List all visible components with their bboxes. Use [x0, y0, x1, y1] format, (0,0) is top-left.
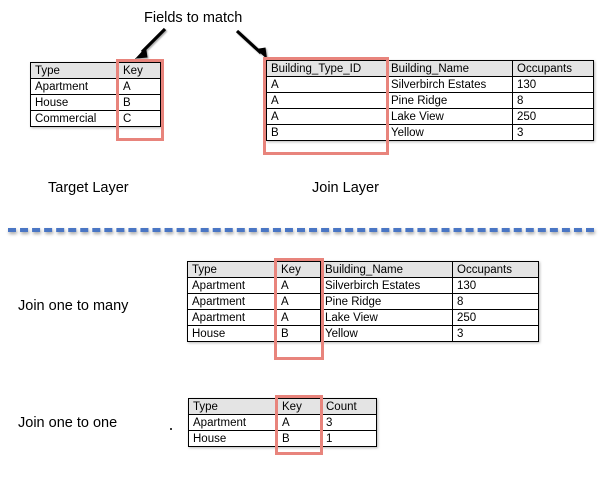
join-layer-table-wrap: Building_Type_ID Building_Name Occupants… — [266, 60, 594, 141]
cell: C — [118, 110, 161, 127]
cell: 130 — [452, 277, 539, 294]
stray-dot — [170, 428, 172, 430]
table-row: Apartment A — [30, 78, 161, 95]
join-layer-caption: Join Layer — [312, 180, 379, 196]
table-header-row: Building_Type_ID Building_Name Occupants — [266, 60, 594, 77]
one-to-one-table-wrap: Type Key Count Apartment A 3 House B 1 — [188, 398, 377, 447]
cell: A — [266, 92, 387, 109]
cell: A — [277, 414, 322, 431]
cell: A — [266, 76, 387, 93]
column-header: Count — [321, 398, 377, 415]
one-to-many-table: Type Key Building_Name Occupants Apartme… — [187, 261, 539, 342]
target-layer-caption: Target Layer — [48, 180, 129, 196]
column-header: Building_Name — [386, 60, 513, 77]
column-header: Type — [187, 261, 277, 278]
table-header-row: Type Key Count — [188, 398, 377, 415]
cell: B — [118, 94, 161, 111]
join-layer-table: Building_Type_ID Building_Name Occupants… — [266, 60, 594, 141]
join-one-to-one-label: Join one to one — [18, 415, 118, 431]
column-header: Building_Name — [320, 261, 453, 278]
cell: Apartment — [187, 293, 277, 310]
section-divider — [8, 228, 594, 232]
cell: 130 — [512, 76, 594, 93]
arrow-down-left-icon — [134, 27, 167, 60]
table-row: A Silverbirch Estates 130 — [266, 76, 594, 93]
column-header: Type — [30, 62, 119, 79]
cell: B — [277, 430, 322, 447]
column-header: Key — [118, 62, 161, 79]
cell: 3 — [452, 325, 539, 342]
cell: A — [118, 78, 161, 95]
cell: A — [276, 309, 321, 326]
cell: Lake View — [320, 309, 453, 326]
cell: Apartment — [187, 309, 277, 326]
cell: 3 — [321, 414, 377, 431]
cell: Silverbirch Estates — [386, 76, 513, 93]
table-row: A Lake View 250 — [266, 108, 594, 125]
cell: Commercial — [30, 110, 119, 127]
cell: Pine Ridge — [320, 293, 453, 310]
cell: Yellow — [386, 124, 513, 141]
cell: Pine Ridge — [386, 92, 513, 109]
target-layer-table: Type Key Apartment A House B Commercial … — [30, 62, 161, 127]
cell: House — [188, 430, 278, 447]
cell: 3 — [512, 124, 594, 141]
column-header: Type — [188, 398, 278, 415]
table-row: House B 1 — [188, 430, 377, 447]
table-row: House B — [30, 94, 161, 111]
fields-to-match-label: Fields to match — [144, 10, 243, 26]
cell: A — [276, 293, 321, 310]
target-layer-table-wrap: Type Key Apartment A House B Commercial … — [30, 62, 161, 127]
cell: House — [30, 94, 119, 111]
cell: 1 — [321, 430, 377, 447]
column-header: Building_Type_ID — [266, 60, 387, 77]
table-row: Apartment A Lake View 250 — [187, 309, 539, 326]
cell: Apartment — [188, 414, 278, 431]
cell: Lake View — [386, 108, 513, 125]
arrow-down-right-icon — [235, 29, 269, 61]
table-row: B Yellow 3 — [266, 124, 594, 141]
one-to-many-table-wrap: Type Key Building_Name Occupants Apartme… — [187, 261, 539, 342]
table-row: Apartment A 3 — [188, 414, 377, 431]
column-header: Key — [277, 398, 322, 415]
table-row: A Pine Ridge 8 — [266, 92, 594, 109]
column-header: Occupants — [452, 261, 539, 278]
cell: House — [187, 325, 277, 342]
table-row: Commercial C — [30, 110, 161, 127]
table-row: House B Yellow 3 — [187, 325, 539, 342]
cell: A — [276, 277, 321, 294]
table-header-row: Type Key Building_Name Occupants — [187, 261, 539, 278]
cell: Apartment — [30, 78, 119, 95]
cell: Silverbirch Estates — [320, 277, 453, 294]
cell: Yellow — [320, 325, 453, 342]
table-row: Apartment A Pine Ridge 8 — [187, 293, 539, 310]
table-row: Apartment A Silverbirch Estates 130 — [187, 277, 539, 294]
cell: B — [266, 124, 387, 141]
cell: A — [266, 108, 387, 125]
cell: 8 — [452, 293, 539, 310]
cell: 250 — [512, 108, 594, 125]
column-header: Key — [276, 261, 321, 278]
table-header-row: Type Key — [30, 62, 161, 79]
cell: B — [276, 325, 321, 342]
cell: 250 — [452, 309, 539, 326]
one-to-one-table: Type Key Count Apartment A 3 House B 1 — [188, 398, 377, 447]
join-one-to-many-label: Join one to many — [18, 298, 129, 314]
cell: Apartment — [187, 277, 277, 294]
column-header: Occupants — [512, 60, 594, 77]
cell: 8 — [512, 92, 594, 109]
